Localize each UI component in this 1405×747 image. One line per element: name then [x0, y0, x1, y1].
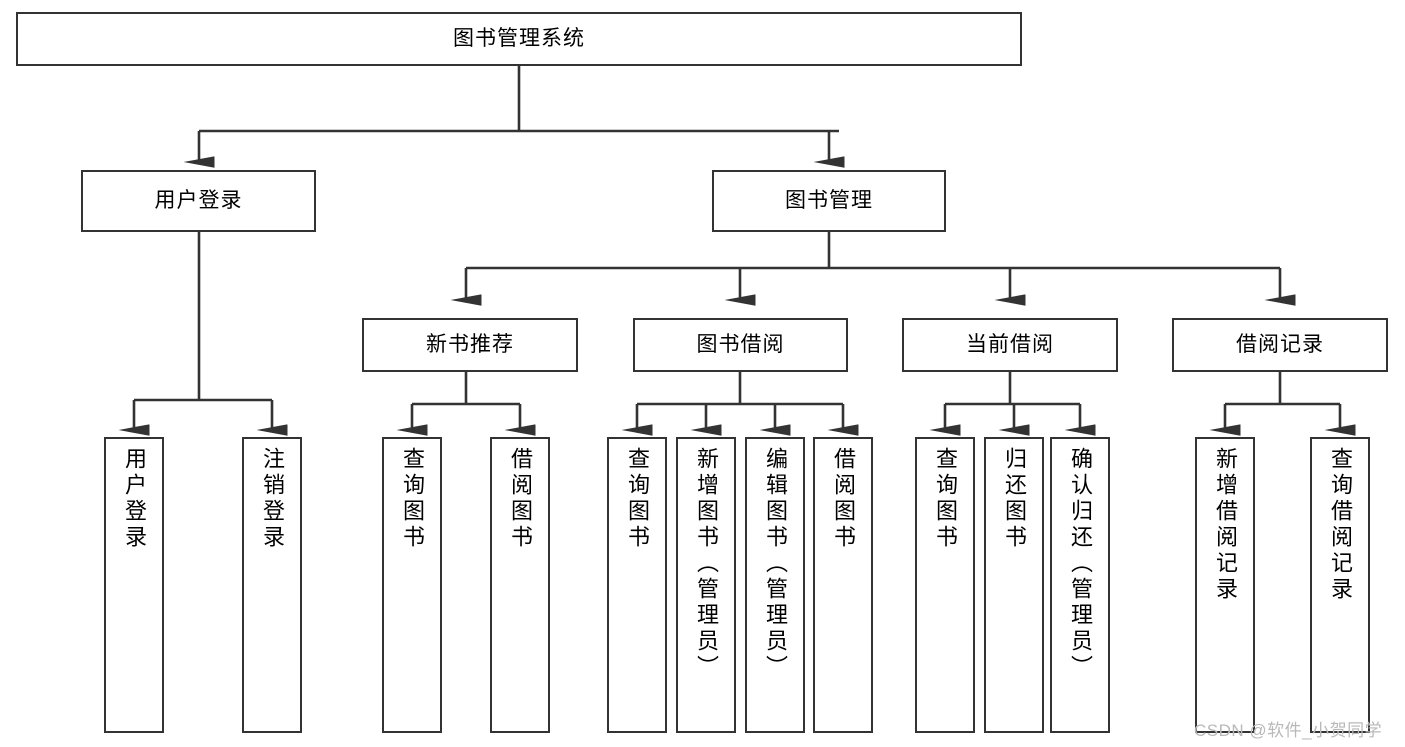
leaf-borrow-query-book-label: 查询图书	[625, 447, 650, 551]
node-current-borrow-label: 当前借阅	[966, 332, 1054, 356]
node-user-login[interactable]: 用户登录	[81, 170, 316, 232]
leaf-new-book-borrow[interactable]: 借阅图书	[490, 437, 550, 733]
node-book-management[interactable]: 图书管理	[712, 170, 946, 232]
leaf-current-return-book-label: 归还图书	[1002, 447, 1027, 551]
leaf-borrow-edit-book[interactable]: 编辑图书（管理员）	[745, 437, 805, 733]
leaf-record-add[interactable]: 新增借阅记录	[1195, 437, 1255, 733]
leaf-user-login-signin-label: 用户登录	[122, 447, 147, 551]
leaf-user-login-signout[interactable]: 注销登录	[242, 437, 302, 733]
leaf-current-query-book-label: 查询图书	[933, 447, 958, 551]
leaf-user-login-signout-label: 注销登录	[260, 447, 285, 551]
node-root[interactable]: 图书管理系统	[16, 12, 1022, 66]
node-root-label: 图书管理系统	[453, 26, 585, 50]
leaf-record-query-label: 查询借阅记录	[1328, 447, 1353, 603]
leaf-new-book-query-label: 查询图书	[400, 447, 425, 551]
leaf-record-add-label: 新增借阅记录	[1213, 447, 1238, 603]
leaf-current-query-book[interactable]: 查询图书	[915, 437, 975, 733]
leaf-new-book-query[interactable]: 查询图书	[382, 437, 442, 733]
node-current-borrow[interactable]: 当前借阅	[902, 318, 1118, 372]
leaf-record-query[interactable]: 查询借阅记录	[1310, 437, 1370, 733]
leaf-borrow-query-book[interactable]: 查询图书	[607, 437, 667, 733]
leaf-new-book-borrow-label: 借阅图书	[508, 447, 533, 551]
leaf-borrow-add-book[interactable]: 新增图书（管理员）	[676, 437, 736, 733]
node-user-login-label: 用户登录	[154, 188, 243, 212]
node-new-book-recommend-label: 新书推荐	[426, 332, 514, 356]
leaf-current-return-book[interactable]: 归还图书	[984, 437, 1044, 733]
leaf-current-confirm-return[interactable]: 确认归还（管理员）	[1050, 437, 1110, 733]
node-book-management-label: 图书管理	[785, 188, 873, 212]
node-borrow-record[interactable]: 借阅记录	[1172, 318, 1388, 372]
leaf-current-confirm-return-label: 确认归还（管理员）	[1068, 447, 1093, 681]
node-borrow-record-label: 借阅记录	[1236, 332, 1324, 356]
leaf-user-login-signin[interactable]: 用户登录	[104, 437, 164, 733]
leaf-borrow-add-book-label: 新增图书（管理员）	[694, 447, 719, 681]
node-book-borrow-label: 图书借阅	[696, 332, 785, 356]
leaf-borrow-borrow-book[interactable]: 借阅图书	[813, 437, 873, 733]
leaf-borrow-borrow-book-label: 借阅图书	[831, 447, 856, 551]
node-book-borrow[interactable]: 图书借阅	[633, 318, 848, 372]
node-new-book-recommend[interactable]: 新书推荐	[362, 318, 578, 372]
leaf-borrow-edit-book-label: 编辑图书（管理员）	[763, 447, 788, 681]
